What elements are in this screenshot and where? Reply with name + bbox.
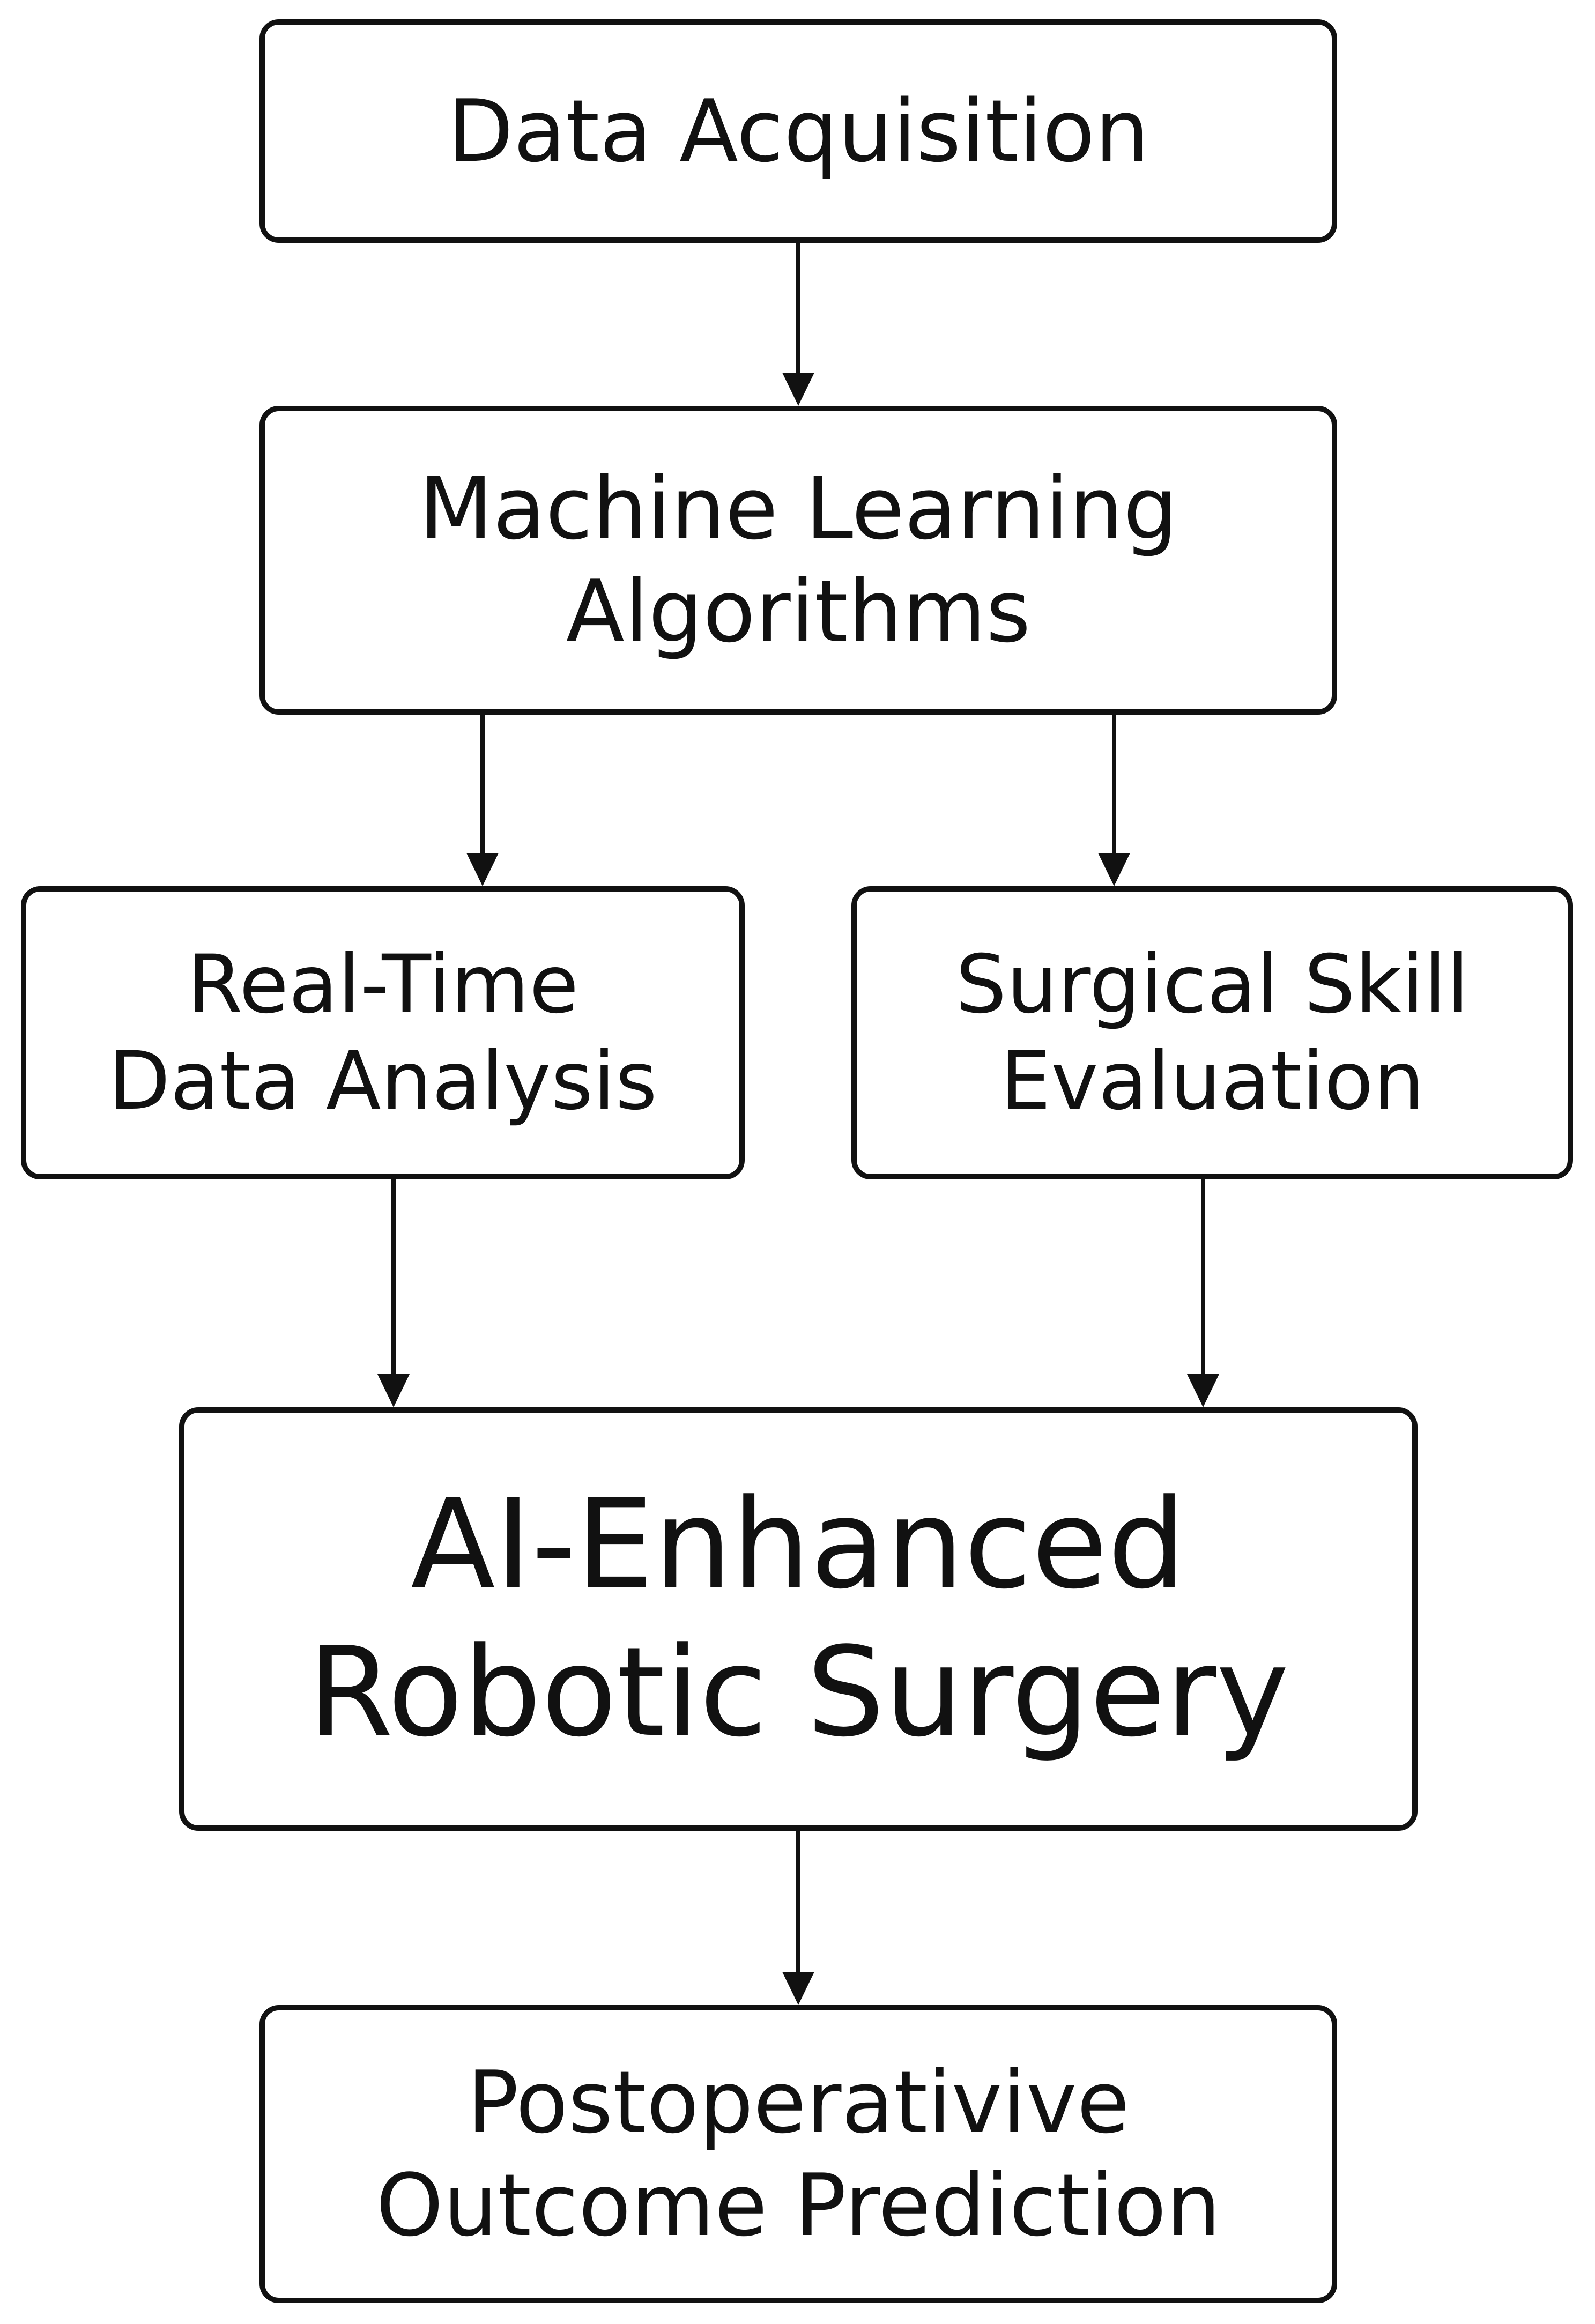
node-label: Evaluation: [1000, 1034, 1425, 1128]
arrowhead-icon: [466, 853, 499, 886]
arrowhead-icon: [782, 373, 814, 406]
node-label: AI-Enhanced: [411, 1473, 1186, 1616]
arrowhead-icon: [377, 1374, 410, 1407]
node-surgical-skill-evaluation: Surgical Skill Evaluation: [851, 886, 1573, 1179]
node-label: Surgical Skill: [955, 938, 1469, 1031]
node-data-acquisition: Data Acquisition: [259, 19, 1337, 243]
arrowhead-icon: [1098, 853, 1130, 886]
node-label: Data Acquisition: [447, 80, 1149, 181]
node-label: Outcome Prediction: [376, 2155, 1221, 2255]
node-real-time-data-analysis: Real-Time Data Analysis: [21, 886, 745, 1179]
node-ai-enhanced-robotic-surgery: AI-Enhanced Robotic Surgery: [179, 1407, 1418, 1831]
node-postoperative-outcome-prediction: Postoperativive Outcome Prediction: [259, 2005, 1337, 2303]
node-label: Machine Learning: [419, 458, 1178, 559]
node-label: Data Analysis: [108, 1034, 657, 1128]
node-label: Algorithms: [566, 561, 1031, 662]
arrowhead-icon: [1187, 1374, 1219, 1407]
node-label: Robotic Surgery: [307, 1621, 1289, 1764]
node-label: Postoperativive: [467, 2052, 1130, 2152]
node-machine-learning-algorithms: Machine Learning Algorithms: [259, 406, 1337, 715]
node-label: Real-Time: [187, 938, 579, 1031]
arrowhead-icon: [782, 1972, 814, 2005]
